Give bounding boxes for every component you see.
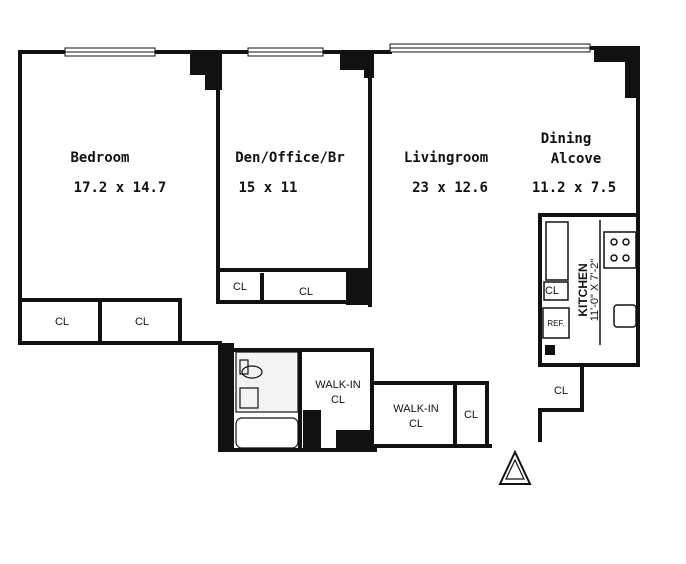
closet-bedroom-1: CL <box>55 316 69 328</box>
dining-name-line2: Alcove <box>551 151 602 167</box>
den-name: Den/Office/Br <box>235 150 345 166</box>
bathroom-fixtures <box>235 351 299 449</box>
kitchen-dims: 11'-0" X 7'-2" <box>589 259 601 322</box>
kitchen-block <box>545 345 555 355</box>
walkin2-line1: WALK-IN <box>393 403 438 415</box>
walkin1-line1: WALK-IN <box>315 379 360 391</box>
kitchen-counter-top <box>545 221 569 281</box>
bathtub <box>235 417 299 449</box>
walkin-wall-block <box>336 430 372 450</box>
living-name: Livingroom <box>404 150 488 166</box>
stove <box>603 231 637 269</box>
walkin1-line2: CL <box>331 394 345 406</box>
columns <box>190 46 640 450</box>
burner-2 <box>622 238 630 246</box>
closet-kitchen: CL <box>545 285 559 297</box>
closet-den-1: CL <box>233 281 247 293</box>
bath-sink <box>239 387 259 409</box>
walkin1-left-block <box>303 410 321 450</box>
column-1 <box>190 52 222 90</box>
bedroom-dims: 17.2 x 14.7 <box>74 180 167 196</box>
entry-triangle-icon <box>498 449 532 485</box>
bath-wall-block <box>220 343 234 450</box>
dining-dims: 11.2 x 7.5 <box>532 180 616 196</box>
column-2 <box>340 52 374 78</box>
living-dims: 23 x 12.6 <box>412 180 488 196</box>
burner-3 <box>610 254 618 262</box>
windows <box>64 43 591 57</box>
kitchen-fixtures <box>542 220 637 345</box>
walls <box>18 46 640 452</box>
entry-triangle-inner <box>505 458 525 480</box>
toilet-tank <box>239 359 249 375</box>
burner-4 <box>622 254 630 262</box>
burner-1 <box>610 238 618 246</box>
closet-entry: CL <box>554 385 568 397</box>
closet-hall: CL <box>464 409 478 421</box>
kitchen-sink <box>613 304 637 328</box>
den-dims: 15 x 11 <box>238 180 297 196</box>
bath-tile-area <box>235 351 299 413</box>
refrigerator-label: REF. <box>547 319 564 328</box>
refrigerator <box>542 307 570 339</box>
walkin2-line2: CL <box>409 418 423 430</box>
dining-name-line1: Dining <box>541 131 592 147</box>
closet-bedroom-2: CL <box>135 316 149 328</box>
bedroom-name: Bedroom <box>70 150 129 166</box>
den-column <box>346 270 370 305</box>
column-3 <box>594 46 640 98</box>
kitchen-name: KITCHEN <box>576 263 590 316</box>
toilet-icon <box>241 365 263 379</box>
kitchen-closet <box>543 281 569 301</box>
closet-den-2: CL <box>299 286 313 298</box>
